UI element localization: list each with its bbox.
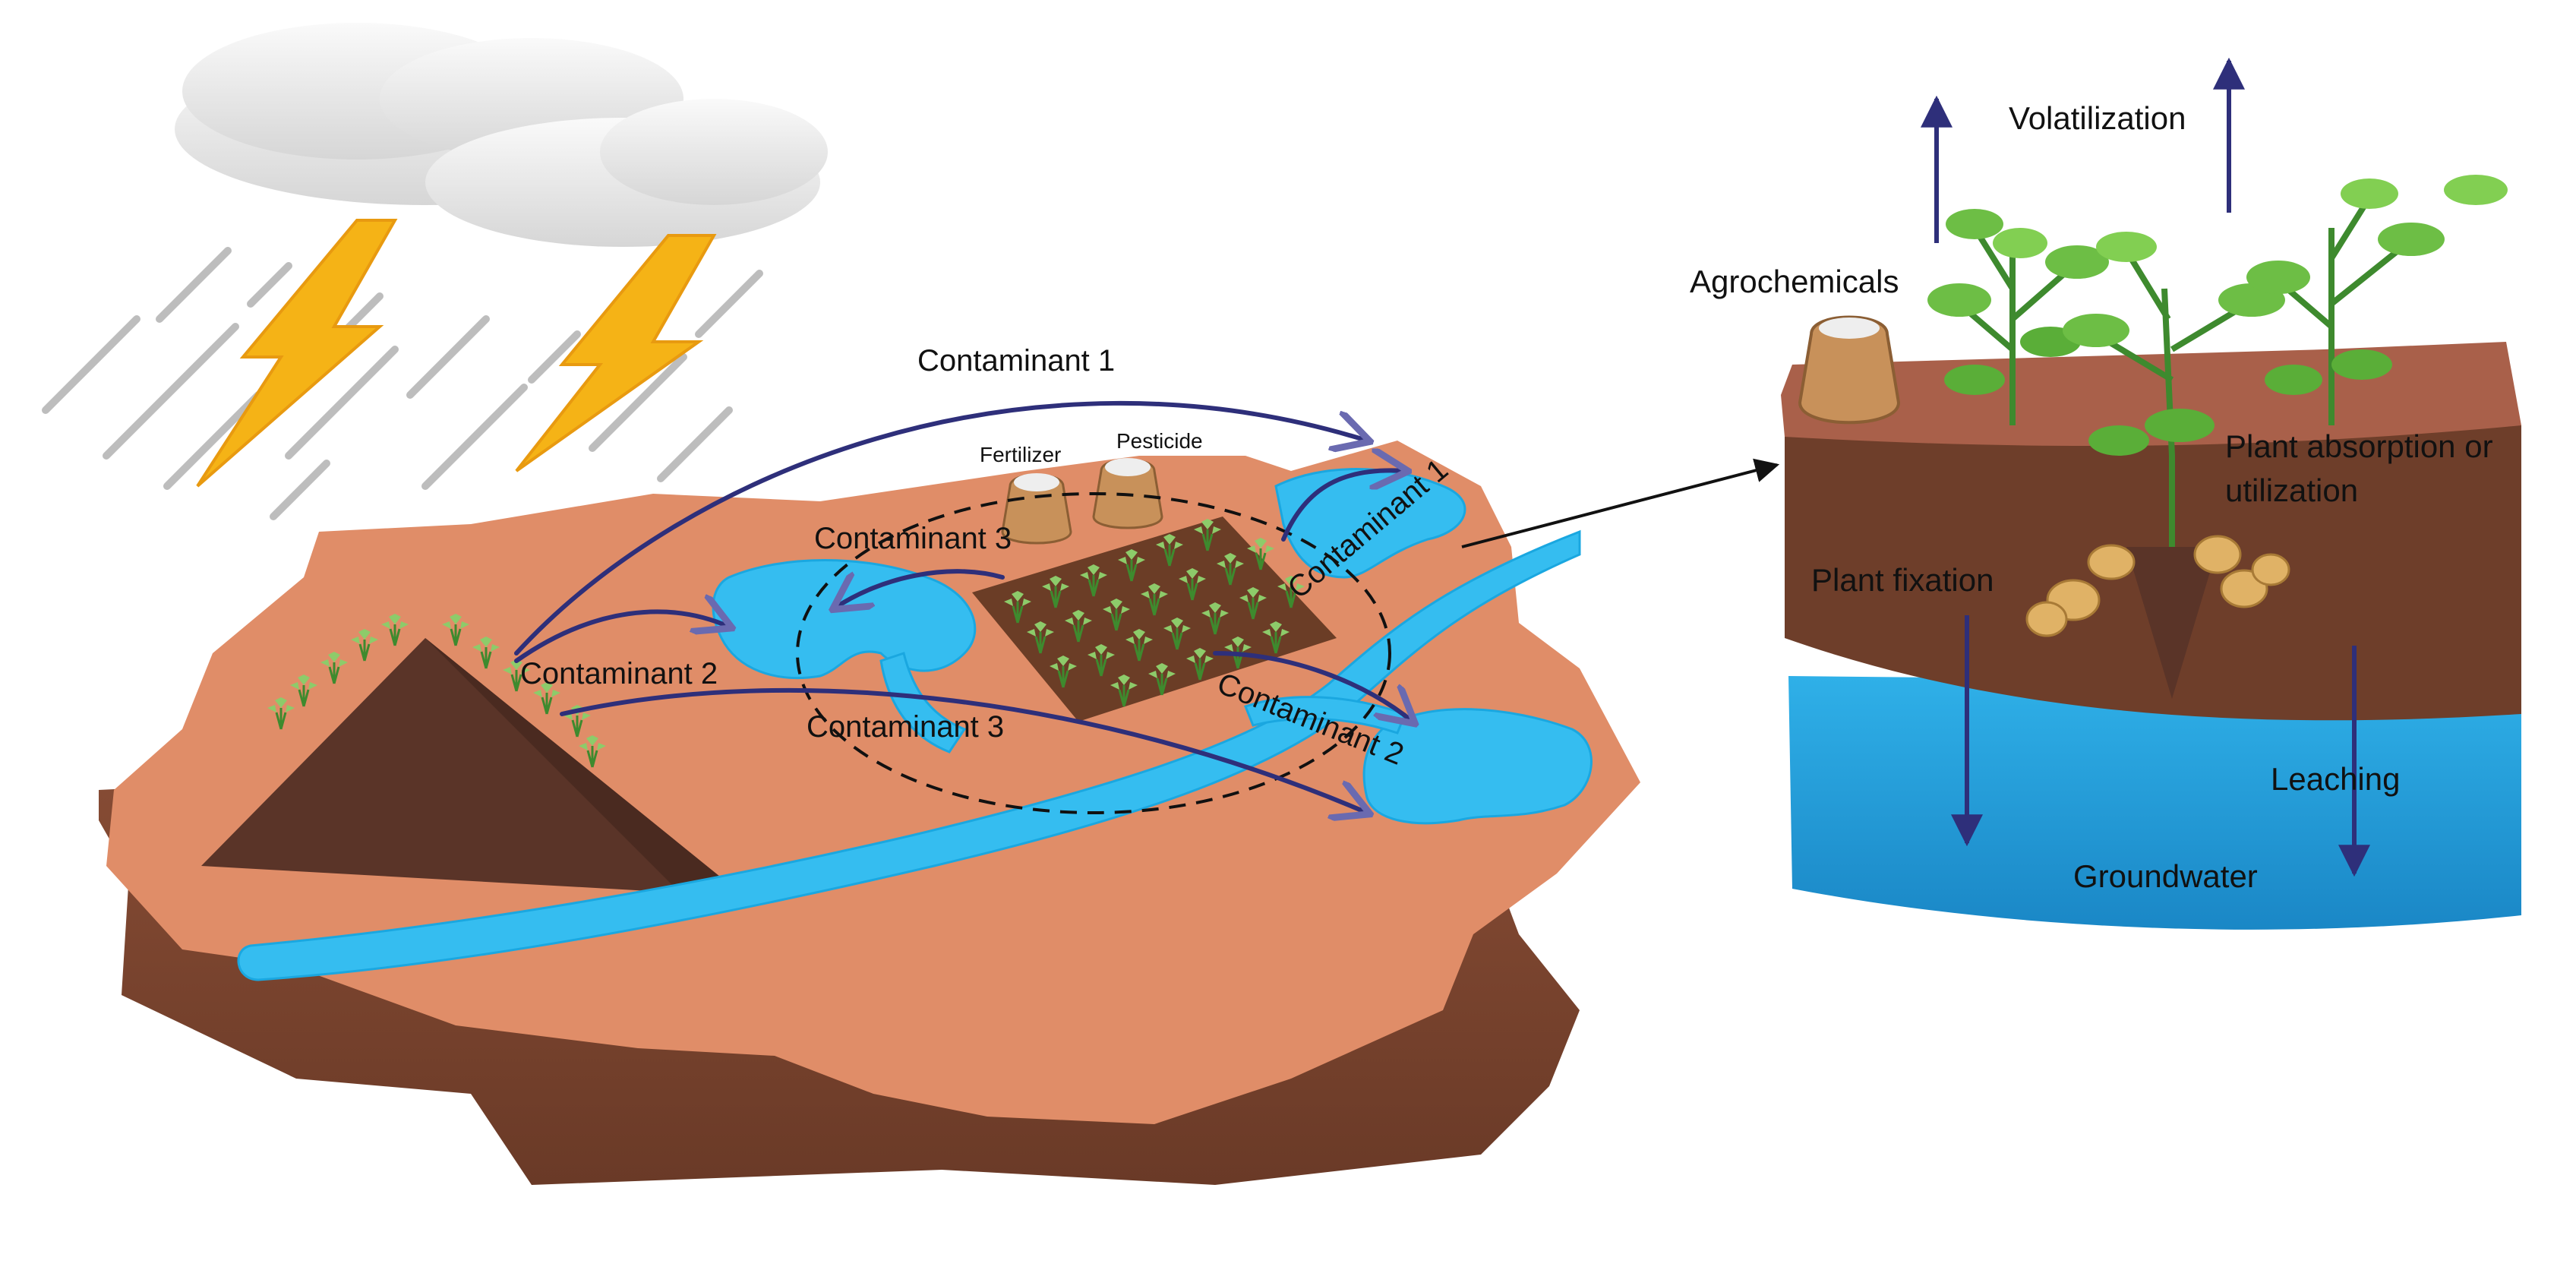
fertilizer-sack-icon <box>1001 473 1072 545</box>
label-contaminant-1-top: Contaminant 1 <box>917 344 1115 378</box>
label-fertilizer: Fertilizer <box>980 443 1061 466</box>
agrochemicals-sack-icon <box>1798 315 1901 425</box>
crop-field <box>972 517 1337 722</box>
label-plant-absorption-line2: utilization <box>2225 472 2358 508</box>
potato-tubers <box>2025 535 2290 699</box>
potato-plants <box>1927 175 2508 699</box>
zoom-connector-arrow <box>1461 458 1780 548</box>
arrow-contaminant-1-short <box>1281 470 1405 542</box>
arrow-contaminant-3-lower <box>560 687 1367 813</box>
left-panel: Contaminant 1 Contaminant 1 Contaminant … <box>42 23 1640 1185</box>
label-plant-fixation: Plant fixation <box>1811 562 1994 598</box>
label-volatilization: Volatilization <box>2009 100 2186 136</box>
label-groundwater: Groundwater <box>2073 858 2258 894</box>
label-contaminant-2-left: Contaminant 2 <box>520 657 718 690</box>
right-panel-labels: Agrochemicals Volatilization Plant absor… <box>1690 100 2493 894</box>
arrow-contaminant-3-upper <box>835 569 1005 608</box>
label-agrochemicals: Agrochemicals <box>1690 264 1899 299</box>
focus-area-ellipse <box>796 492 1391 814</box>
label-plant-absorption-line1: Plant absorption or <box>2225 428 2493 464</box>
arrow-contaminant-1-long <box>514 400 1367 656</box>
storm-cloud <box>175 23 828 247</box>
process-arrows <box>1921 57 2370 877</box>
right-panel: Agrochemicals Volatilization Plant absor… <box>1690 57 2521 930</box>
hill <box>201 612 744 896</box>
contaminant-arrows <box>514 400 1413 813</box>
label-leaching: Leaching <box>2271 761 2400 797</box>
arrow-contaminant-2-left <box>514 611 729 663</box>
arrow-contaminant-2-right <box>1213 651 1413 722</box>
label-contaminant-3-upper: Contaminant 3 <box>814 522 1012 555</box>
plant-right <box>2246 175 2508 425</box>
label-contaminant-3-lower: Contaminant 3 <box>807 710 1004 744</box>
groundwater-layer <box>1788 676 2521 930</box>
lightning-bolt-left <box>196 219 398 488</box>
label-pesticide: Pesticide <box>1116 429 1203 453</box>
lightning-bolt-right <box>515 234 717 472</box>
